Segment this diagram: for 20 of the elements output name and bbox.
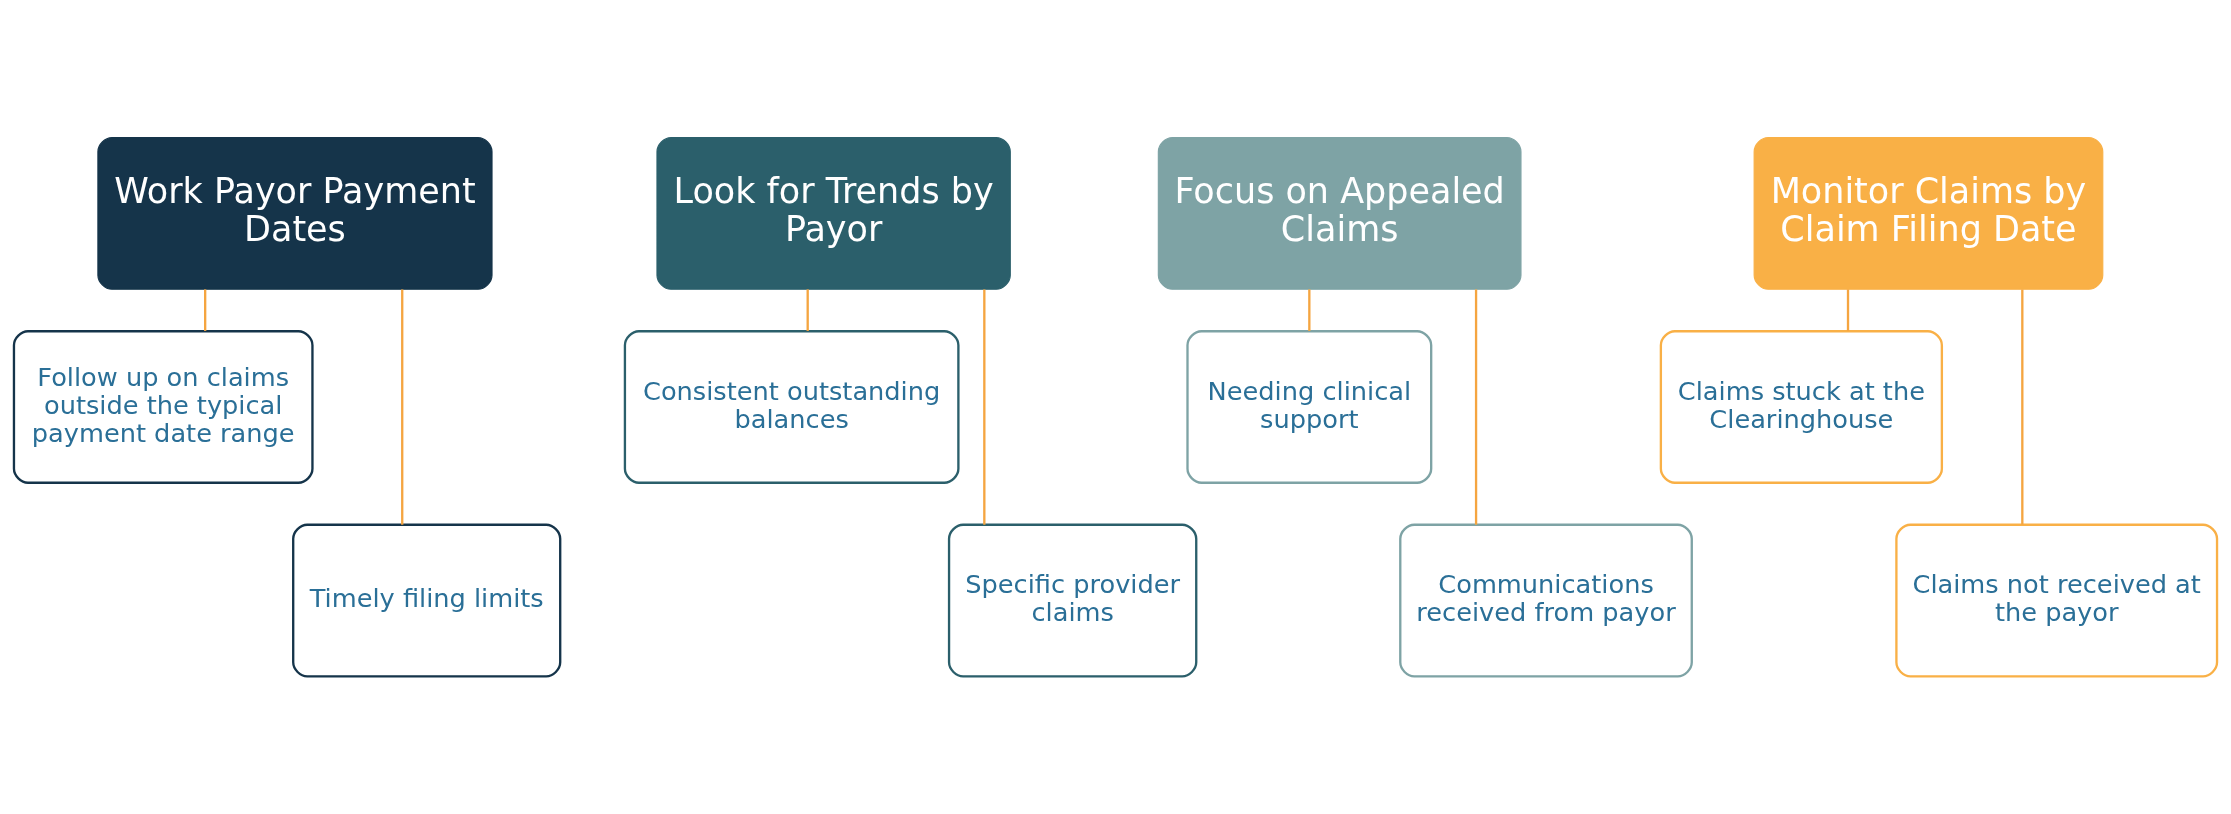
node-box: Claims stuck at the Clearinghouse <box>1659 330 1944 484</box>
node-box: Focus on Appealed Claims <box>1157 137 1522 290</box>
node-box: Timely filing limits <box>292 523 562 678</box>
connector <box>1308 289 1311 331</box>
node-box: Follow up on claims outside the typical payment date range <box>12 330 314 484</box>
node-box: Consistent outstanding balances <box>623 330 960 484</box>
connector <box>1846 289 1850 331</box>
connector <box>983 289 986 525</box>
node-box: Monitor Claims by Claim Filing Date <box>1753 137 2104 290</box>
connector <box>401 289 404 525</box>
connector <box>806 289 809 331</box>
node-box: Look for Trends by Payor <box>656 137 1011 290</box>
node-box: Needing clinical support <box>1186 330 1433 484</box>
node-box: Communications received from payor <box>1399 523 1693 678</box>
connector <box>2021 289 2024 525</box>
connector <box>1474 289 1478 525</box>
connector <box>204 289 207 331</box>
node-box: Work Payor Payment Dates <box>97 137 493 290</box>
node-box: Claims not received at the payor <box>1895 523 2219 678</box>
node-box: Specific provider claims <box>947 523 1198 678</box>
